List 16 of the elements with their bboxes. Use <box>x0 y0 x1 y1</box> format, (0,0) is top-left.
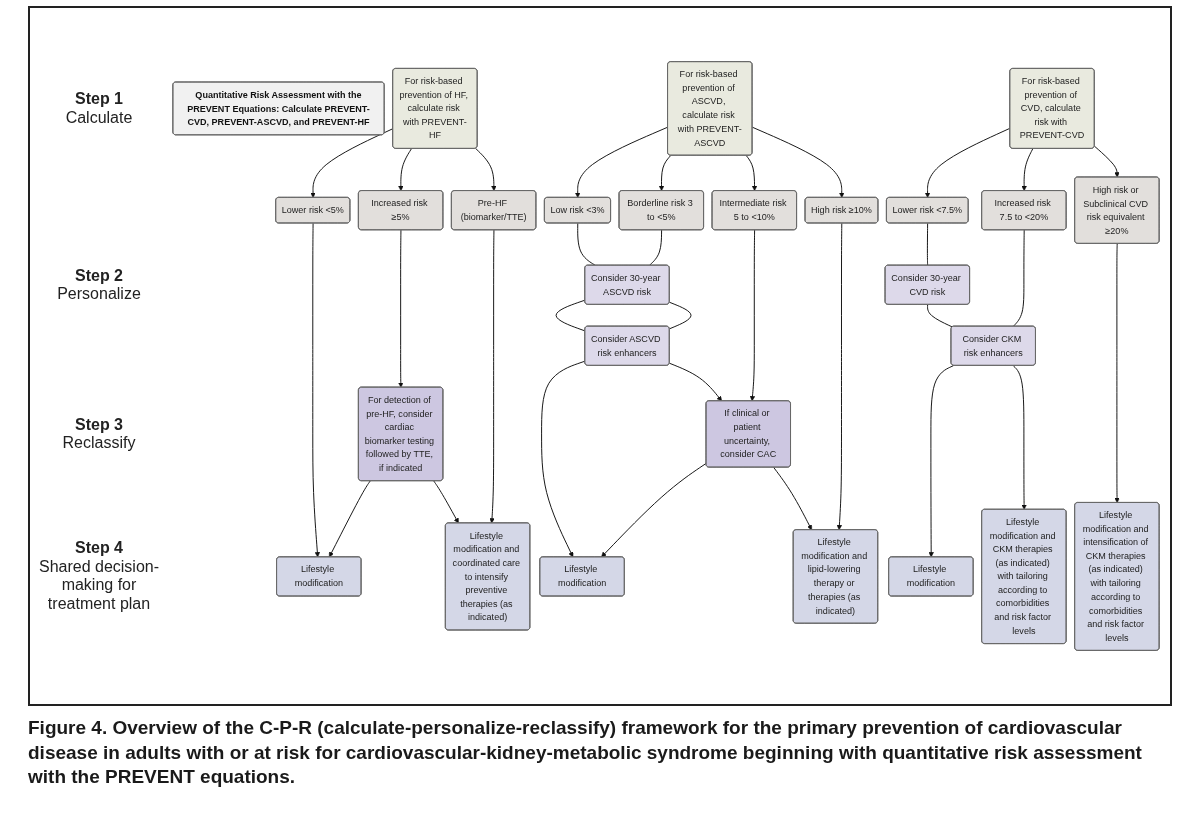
connector <box>648 229 663 266</box>
figure-caption: Figure 4. Overview of the C-P-R (calculate-personalize-reclassify) framework for the primary prevention of cardiovascular disease in adults with or at risk for cardiovascular-kidney-metabolic syndrome beginning with quantitative risk assessment with the PREVENT equations. <box>28 716 1143 790</box>
step-name: Shared decision-making for treatment plan <box>37 558 161 614</box>
connector <box>577 222 596 266</box>
connector <box>926 222 929 266</box>
connector <box>1012 229 1025 327</box>
connector <box>927 304 953 328</box>
step-number: Step 1 <box>74 90 124 109</box>
step-number: Step 3 <box>74 415 124 434</box>
connector <box>555 299 586 332</box>
step-number: Step 4 <box>74 539 124 558</box>
connector <box>669 301 692 330</box>
step-name: Personalize <box>56 284 142 304</box>
step-number: Step 2 <box>74 266 124 285</box>
step-name: Calculate <box>64 108 134 127</box>
step-name: Reclassify <box>61 433 137 453</box>
